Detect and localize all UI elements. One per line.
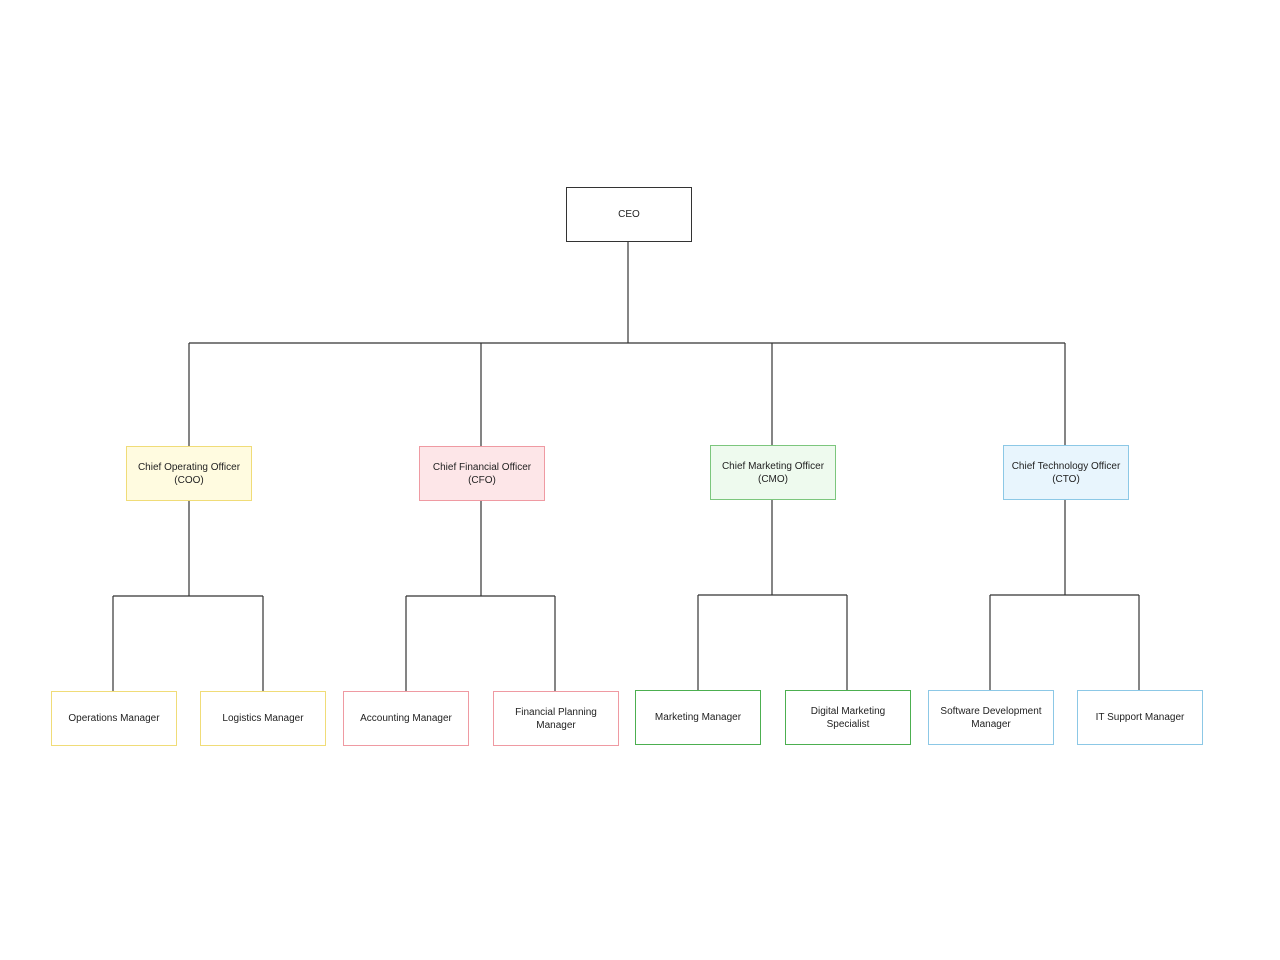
node-label: Marketing Manager	[654, 712, 742, 723]
node-label: Operations Manager	[68, 713, 160, 724]
node-label: Logistics Manager	[222, 713, 304, 724]
node-label: Chief Operating Officer (COO)	[137, 461, 241, 486]
node-ceo[interactable]: CEO	[566, 187, 692, 242]
node-operations-manager[interactable]: Operations Manager	[51, 691, 177, 746]
node-digital-marketing-specialist[interactable]: Digital Marketing Specialist	[785, 690, 911, 745]
node-label: IT Support Manager	[1095, 712, 1185, 723]
node-financial-planning-manager[interactable]: Financial Planning Manager	[493, 691, 619, 746]
node-accounting-manager[interactable]: Accounting Manager	[343, 691, 469, 746]
node-it-support-manager[interactable]: IT Support Manager	[1077, 690, 1203, 745]
node-cto[interactable]: Chief Technology Officer (CTO)	[1003, 445, 1129, 500]
node-label: Chief Technology Officer (CTO)	[1011, 460, 1121, 485]
node-label: Accounting Manager	[360, 713, 452, 724]
node-cfo[interactable]: Chief Financial Officer (CFO)	[419, 446, 545, 501]
node-label: Chief Marketing Officer (CMO)	[721, 460, 825, 485]
node-software-development-manager[interactable]: Software Development Manager	[928, 690, 1054, 745]
node-label: Chief Financial Officer (CFO)	[432, 461, 532, 486]
node-label: Software Development Manager	[940, 705, 1042, 730]
node-logistics-manager[interactable]: Logistics Manager	[200, 691, 326, 746]
node-label: Financial Planning Manager	[515, 706, 597, 731]
node-marketing-manager[interactable]: Marketing Manager	[635, 690, 761, 745]
node-label: CEO	[618, 209, 640, 220]
node-cmo[interactable]: Chief Marketing Officer (CMO)	[710, 445, 836, 500]
node-label: Digital Marketing Specialist	[810, 705, 886, 730]
node-coo[interactable]: Chief Operating Officer (COO)	[126, 446, 252, 501]
